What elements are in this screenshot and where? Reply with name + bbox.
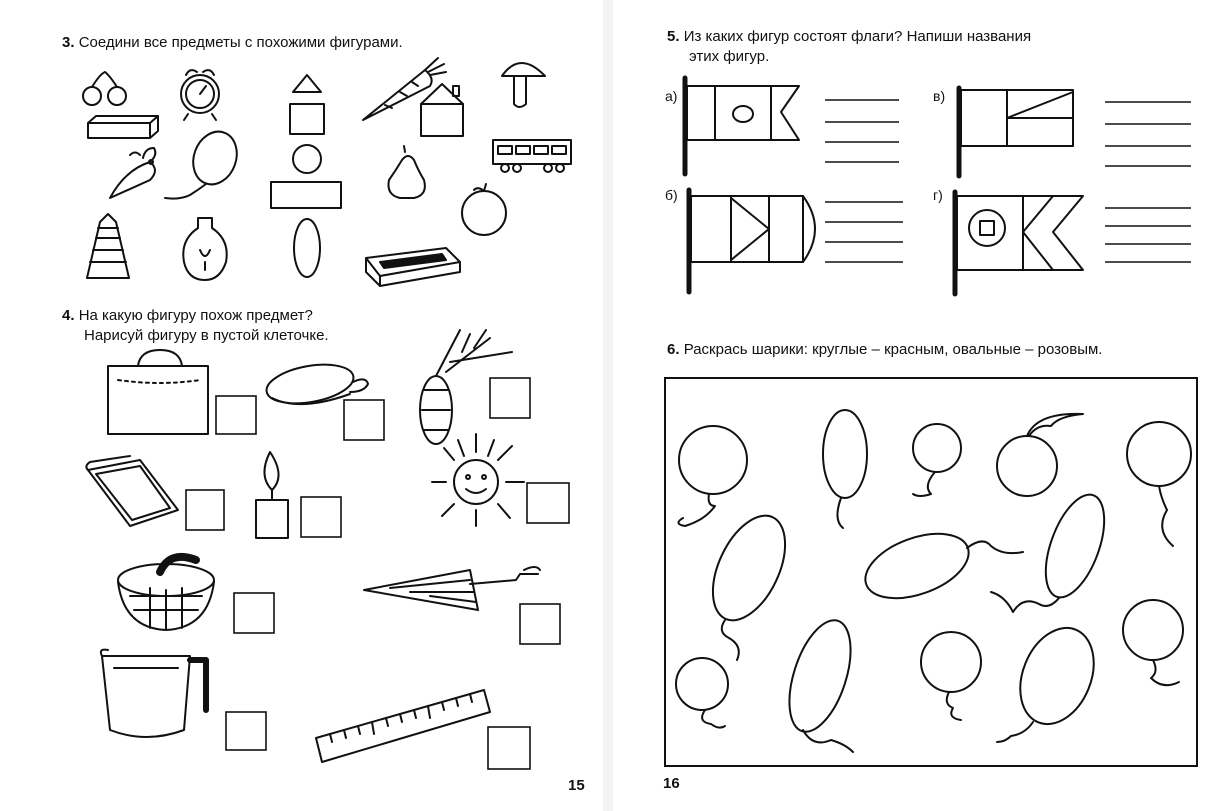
jug-icon	[99, 648, 209, 738]
round-balloon	[996, 412, 1084, 497]
balloons	[675, 409, 1192, 753]
answer-box	[519, 603, 561, 645]
answer-box	[233, 592, 275, 634]
flag-g	[952, 189, 1084, 297]
task5-title: 5. Из каких фигур состоят флаги? Напиши …	[667, 27, 1031, 67]
answer-box	[215, 395, 257, 435]
page-number-left: 15	[568, 777, 585, 794]
task3-number: 3.	[62, 34, 75, 51]
task4-line2: Нарисуй фигуру в пустой клеточке.	[84, 327, 329, 344]
cherries-icon	[82, 71, 127, 106]
answer-box	[489, 377, 531, 419]
pear-icon	[387, 145, 426, 199]
answer-lines-v	[1105, 101, 1191, 167]
flag-v	[956, 85, 1074, 179]
task4-title: 4. На какую фигуру похож предмет? Нарису…	[62, 306, 329, 346]
round-balloon	[920, 631, 982, 721]
oval-shape	[293, 218, 321, 278]
triangle-square-shapes	[289, 74, 325, 135]
flag-label-a: а)	[665, 88, 678, 104]
balloons-frame	[664, 377, 1198, 767]
round-balloon	[675, 657, 729, 729]
task5-flags	[682, 75, 1191, 297]
page-gutter	[603, 0, 613, 811]
flag-label-g: г)	[933, 187, 943, 203]
right-page: 5. Из каких фигур состоят флаги? Напиши …	[613, 0, 1216, 811]
task3-text: Соедини все предметы с похожими фигурами…	[78, 34, 403, 51]
oval-balloon	[822, 409, 868, 529]
task6-number: 6.	[667, 341, 680, 358]
bag-icon	[107, 349, 209, 435]
round-balloon	[1122, 599, 1184, 687]
task3-drawings	[82, 57, 572, 287]
oval-balloon	[711, 514, 787, 661]
flag-label-v: в)	[933, 88, 946, 104]
answer-lines-b	[825, 201, 903, 263]
basket-icon	[117, 553, 215, 631]
tray-icon	[85, 455, 179, 527]
mushroom-icon	[501, 62, 546, 108]
page-number-right: 16	[663, 775, 680, 792]
task5-number: 5.	[667, 28, 680, 45]
balloon-icon	[164, 130, 238, 200]
apple-icon	[461, 183, 507, 236]
circle-rectangle-shapes	[270, 144, 342, 209]
answer-lines-g	[1105, 207, 1191, 263]
answer-box	[300, 496, 342, 538]
answer-box	[487, 726, 531, 770]
train-car-icon	[492, 139, 572, 173]
answer-box	[225, 711, 267, 751]
house-icon	[420, 83, 464, 137]
bird-icon	[109, 147, 157, 199]
oval-balloon	[996, 626, 1095, 743]
task4-drawings	[85, 329, 570, 770]
box-icon	[365, 247, 461, 287]
task6-text: Раскрась шарики: круглые – красным, овал…	[683, 341, 1103, 358]
umbrella-icon	[363, 566, 541, 611]
task3-title: 3. Соедини все предметы с похожими фигур…	[62, 33, 403, 53]
task6-balloons	[664, 377, 1198, 767]
answer-box	[185, 489, 225, 531]
pinecone-icon	[419, 329, 513, 445]
answer-lines-a	[825, 99, 899, 163]
oval-balloon	[990, 493, 1106, 613]
carrot-icon	[362, 57, 447, 121]
pyramid-toy-icon	[86, 213, 130, 279]
oval-balloon	[788, 619, 854, 753]
ruler-icon	[315, 689, 491, 763]
flag-a	[682, 75, 800, 177]
sun-icon	[431, 433, 525, 527]
round-balloon	[677, 425, 748, 527]
brush-icon	[265, 363, 369, 406]
oval-balloon	[864, 532, 1024, 600]
flag-label-b: б)	[665, 187, 678, 203]
task4-number: 4.	[62, 307, 75, 324]
task5-line2: этих фигур.	[689, 48, 770, 65]
candle-icon	[255, 451, 289, 539]
light-bulb-icon	[182, 217, 228, 281]
task4-line1: На какую фигуру похож предмет?	[78, 307, 313, 324]
round-balloon	[912, 423, 962, 497]
task5-line1: Из каких фигур состоят флаги? Напиши наз…	[683, 28, 1032, 45]
answer-box	[526, 482, 570, 524]
task6-title: 6. Раскрась шарики: круглые – красным, о…	[667, 340, 1102, 360]
bar-shape	[87, 115, 159, 139]
answer-box	[343, 399, 385, 441]
round-balloon	[1126, 421, 1192, 547]
alarm-clock-icon	[180, 69, 220, 121]
flag-b	[686, 187, 816, 295]
left-page: 3. Соедини все предметы с похожими фигур…	[0, 0, 603, 811]
